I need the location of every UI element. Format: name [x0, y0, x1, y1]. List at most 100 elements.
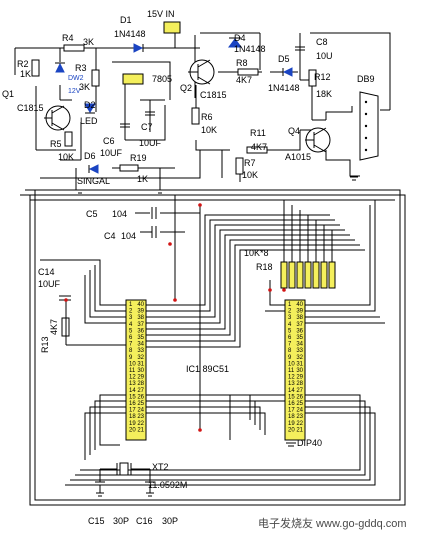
c14-value: 10UF — [38, 279, 61, 289]
ground-symbols-bottom — [286, 442, 296, 447]
pin-number: 24 — [137, 408, 144, 414]
transistor-q4: Q4 A1015 — [285, 126, 331, 162]
r18-value: 10K*8 — [244, 248, 269, 258]
pin-number: 13 — [288, 381, 295, 387]
resistor-r5: R5 10K — [50, 131, 74, 162]
c4-ref: C4 — [104, 231, 116, 241]
resistor-r19: R19 1K — [119, 153, 148, 184]
d1-ref: D1 — [120, 15, 132, 25]
pin-number: 28 — [137, 381, 144, 387]
r18-ref: R18 — [256, 262, 273, 272]
d2-part: LED — [80, 116, 98, 126]
crystal-ref: XT2 — [152, 462, 169, 472]
d4-part: 1N4148 — [234, 44, 266, 54]
pin-number: 22 — [296, 421, 303, 427]
pin-number: 20 — [288, 427, 295, 433]
db9-connector: DB9 — [357, 74, 379, 161]
pin-number: 28 — [296, 381, 303, 387]
pin-number: 16 — [288, 401, 295, 407]
q2-part: C1815 — [200, 90, 227, 100]
pin-number: 1 — [288, 302, 292, 308]
pin-number: 18 — [288, 414, 295, 420]
pin-number: 26 — [137, 394, 144, 400]
crystal-xt2: XT2 11.0592M — [100, 462, 187, 490]
pin-number: 19 — [288, 421, 295, 427]
resistor-r12: R12 18K — [308, 69, 332, 99]
r7-ref: R7 — [244, 158, 256, 168]
r3-value: 3K — [79, 82, 90, 92]
pin-number: 27 — [296, 388, 303, 394]
r6-ref: R6 — [201, 112, 213, 122]
supply-label: 15V IN — [147, 9, 175, 19]
pin-number: 21 — [137, 427, 144, 433]
resistor-network-r18: 10K*8 R18 — [244, 200, 336, 289]
r13-ref: R13 — [40, 336, 50, 353]
d4-ref: D4 — [234, 33, 246, 43]
pin-number: 13 — [129, 381, 136, 387]
resistor-r11: R11 4K7 — [246, 128, 268, 154]
capacitor-c4: C4 104 — [104, 226, 157, 241]
junction-dots — [64, 203, 286, 432]
capacitor-c8: C8 10U — [295, 37, 333, 61]
resistor-r2: R2 1K — [17, 59, 40, 79]
pin-number: 9 — [129, 355, 133, 361]
c5-ref: C5 — [86, 209, 98, 219]
pin-number: 8 — [129, 348, 133, 354]
pin-number: 2 — [129, 309, 133, 315]
pin-number: 4 — [288, 322, 292, 328]
q1-ref: Q1 — [2, 89, 14, 99]
d5-ref: D5 — [278, 54, 290, 64]
r8-ref: R8 — [236, 58, 248, 68]
transistor-q2: Q2 C1815 — [180, 59, 227, 100]
pin-number: 11 — [129, 368, 136, 374]
q4-part: A1015 — [285, 152, 311, 162]
r19-value: 1K — [137, 174, 148, 184]
dw2-ref: DW2 — [68, 75, 84, 82]
dw2-part: 12V — [68, 88, 81, 95]
r2-ref: R2 — [17, 59, 29, 69]
q2-ref: Q2 — [180, 83, 192, 93]
pin-number: 3 — [129, 315, 133, 321]
pin-number: 10 — [129, 361, 136, 367]
zener-dw2: DW2 12V — [55, 62, 84, 95]
pin-number: 15 — [129, 394, 136, 400]
c4-value: 104 — [121, 231, 136, 241]
c8-ref: C8 — [316, 37, 328, 47]
crystal-value: 11.0592M — [148, 480, 187, 490]
c15-ref: C15 — [88, 516, 105, 526]
pin-number: 30 — [296, 368, 303, 374]
pin-number: 33 — [296, 348, 303, 354]
pin-number: 11 — [288, 368, 295, 374]
c5-value: 104 — [112, 209, 127, 219]
pin-number: 18 — [129, 414, 136, 420]
pin-number: 20 — [129, 427, 136, 433]
pin-number: 27 — [137, 388, 144, 394]
diode-d4: D4 1N4148 — [228, 33, 266, 54]
ic1-label: IC1 89C51 — [186, 364, 229, 374]
pin-number: 15 — [288, 394, 295, 400]
pin-number: 23 — [296, 414, 303, 420]
diode-d1: D1 1N4148 — [114, 15, 146, 53]
pin-number: 35 — [137, 335, 144, 341]
pin-number: 31 — [137, 361, 144, 367]
pin-number: 29 — [296, 375, 303, 381]
r7-value: 10K — [242, 170, 258, 180]
resistor-r7: R7 10K — [235, 157, 258, 180]
diode-d6: D6 SINGAL — [77, 151, 110, 186]
resistor-r6: R6 10K — [191, 107, 217, 135]
pin-number: 3 — [288, 315, 292, 321]
resistor-r8: R8 4K7 — [236, 58, 259, 85]
c6-value: 10UF — [100, 148, 123, 158]
pin-number: 34 — [296, 342, 303, 348]
r8-value: 4K7 — [236, 75, 252, 85]
pin-number: 21 — [296, 427, 303, 433]
connector-label: DB9 — [357, 74, 375, 84]
pin-number: 39 — [296, 309, 303, 315]
d5-part: 1N4148 — [268, 83, 300, 93]
pin-number: 39 — [137, 309, 144, 315]
capacitor-c5: C5 104 — [86, 207, 157, 219]
capacitor-c16: C16 30P — [136, 469, 178, 526]
pin-number: 37 — [137, 322, 144, 328]
d6-ref: D6 — [84, 151, 96, 161]
